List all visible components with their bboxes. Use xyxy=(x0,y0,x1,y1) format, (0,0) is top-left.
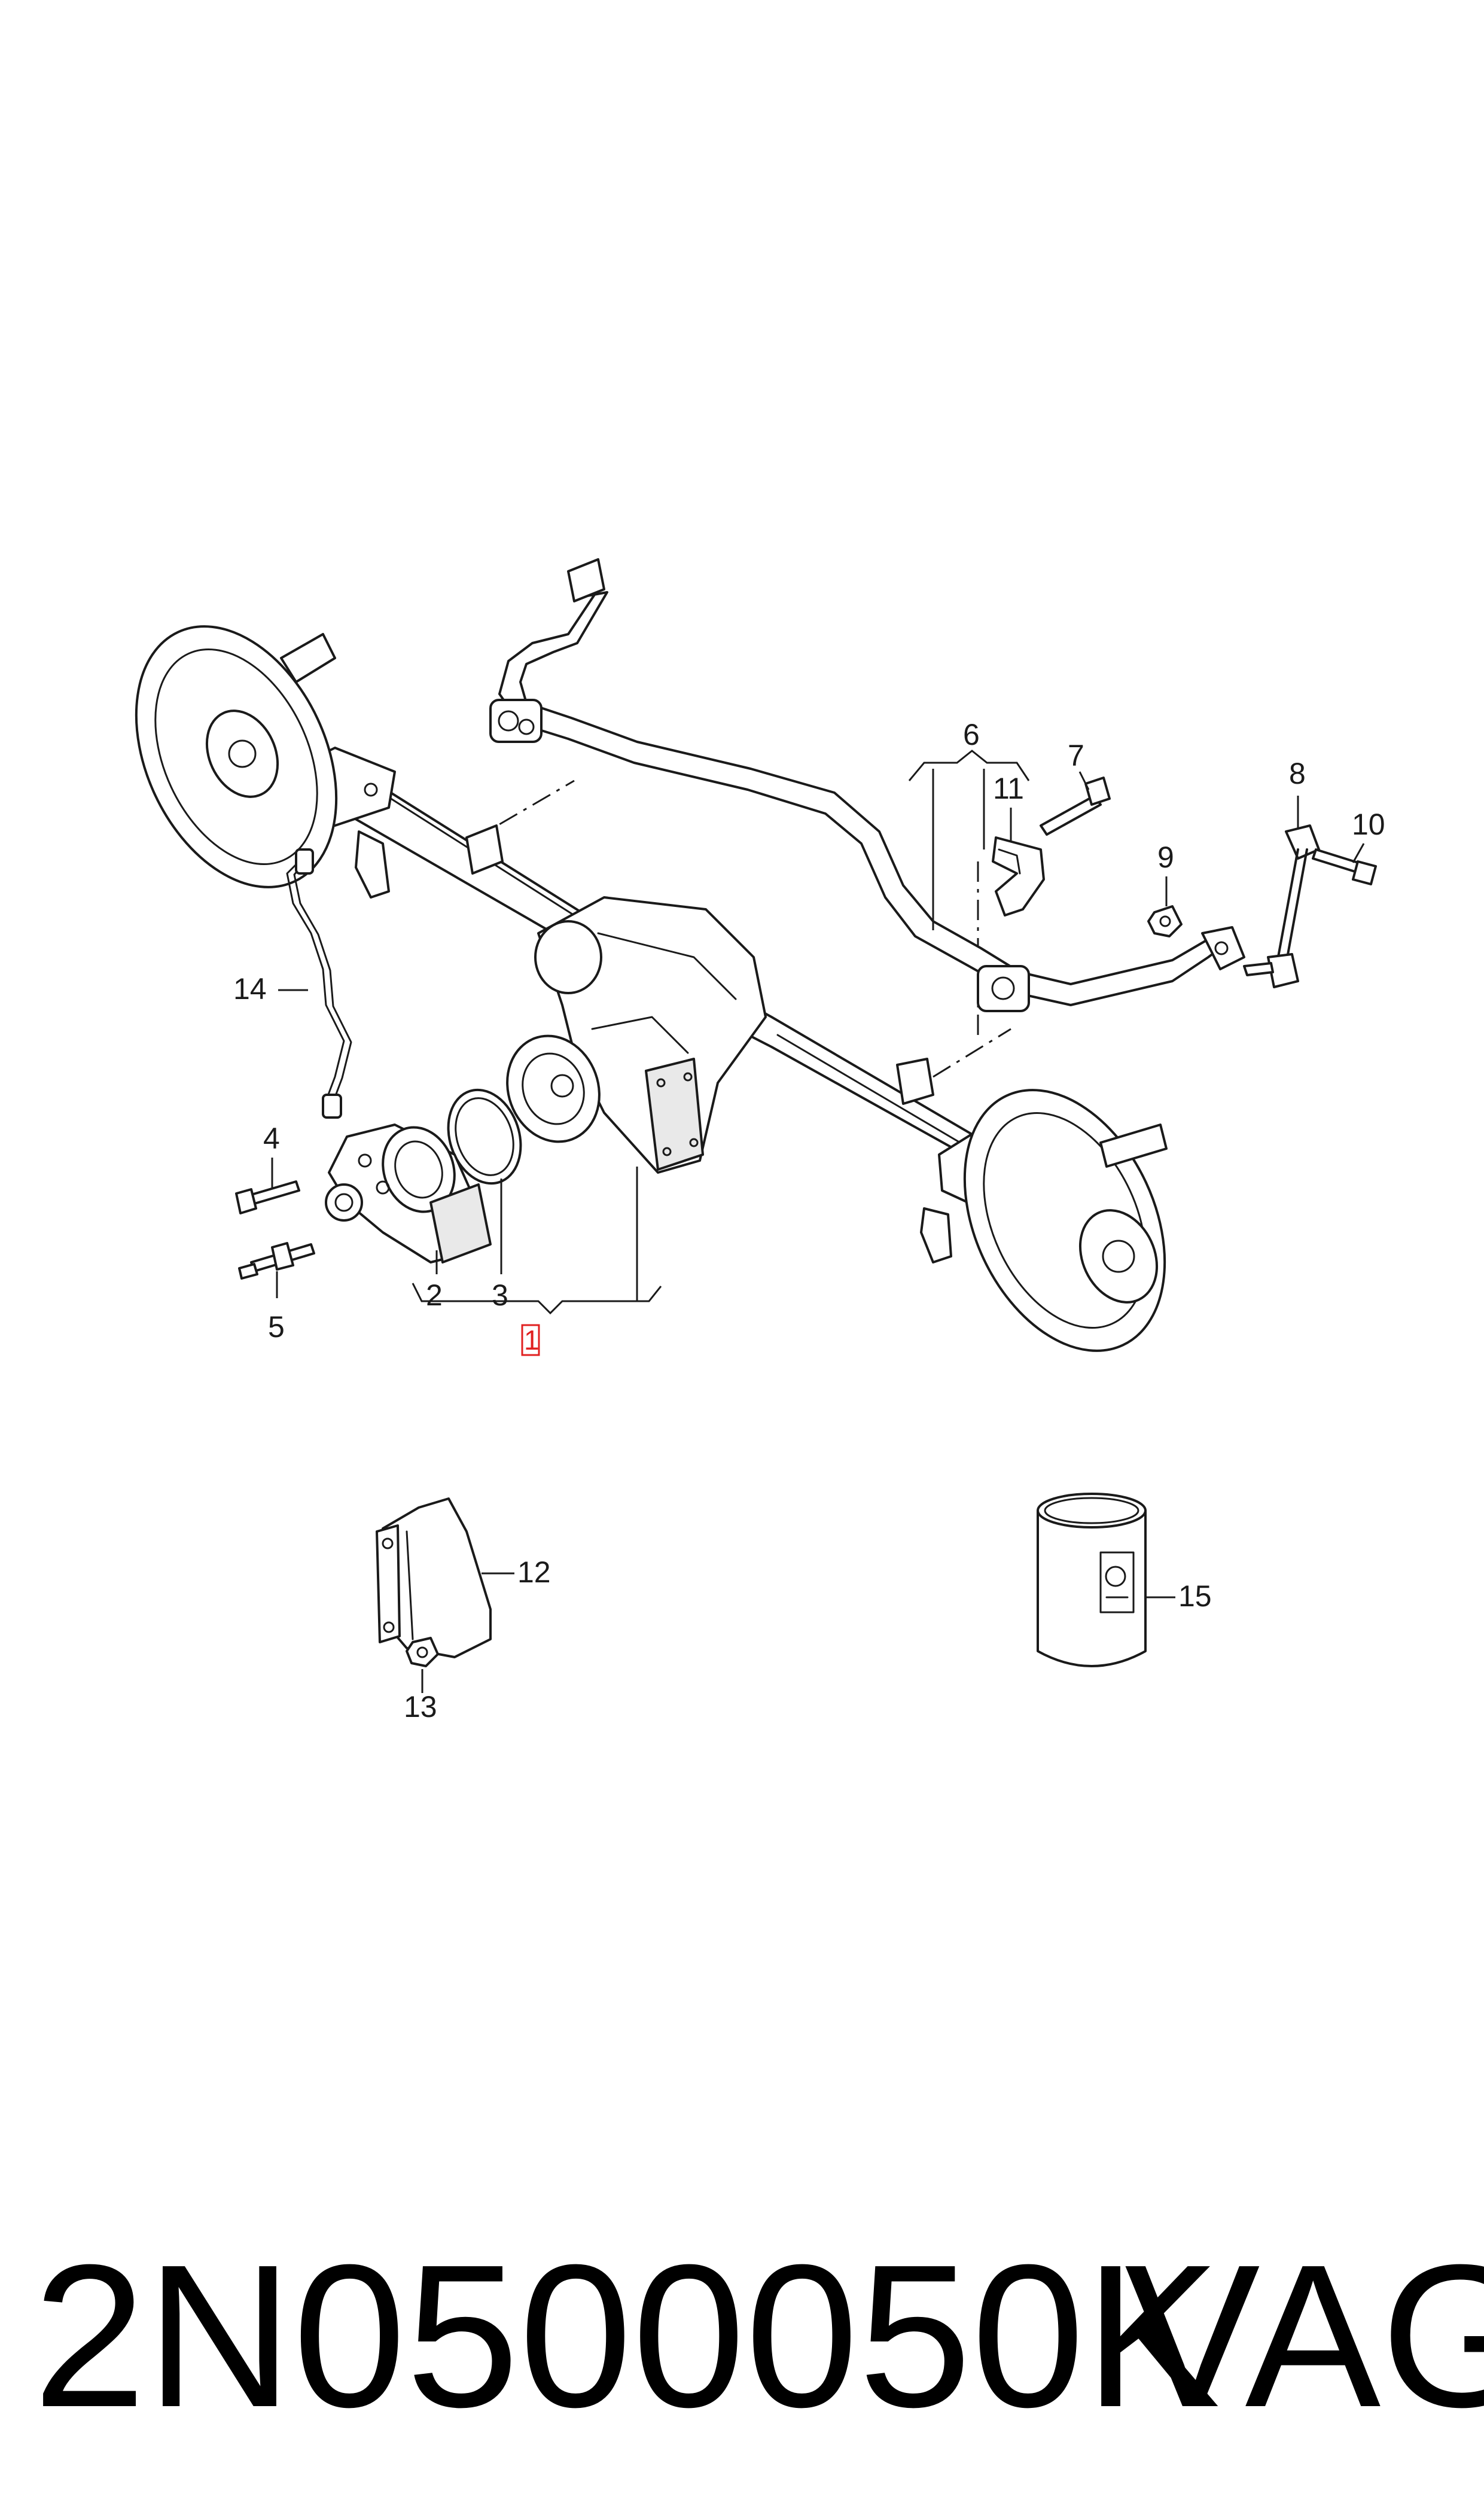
callout-1: 1 xyxy=(524,1325,540,1356)
callout-12: 12 xyxy=(517,1555,551,1589)
bolt-7 xyxy=(1040,777,1111,836)
callout-labels: 2 3 4 5 6 7 8 9 10 11 12 13 14 15 1 xyxy=(233,718,1385,1724)
nut-13 xyxy=(406,1637,439,1667)
callout-14: 14 xyxy=(233,972,267,1006)
callout-15: 15 xyxy=(1178,1579,1212,1613)
clamp-11 xyxy=(992,836,1045,917)
bolt-10 xyxy=(1312,848,1377,885)
coupling-rod-8 xyxy=(1243,824,1320,988)
callout-10: 10 xyxy=(1352,808,1385,841)
callout-4: 4 xyxy=(263,1122,280,1155)
callout-11: 11 xyxy=(993,772,1024,805)
callout-5: 5 xyxy=(268,1310,285,1344)
callout-8: 8 xyxy=(1289,757,1306,790)
nut-9 xyxy=(1147,905,1183,937)
callout-7: 7 xyxy=(1068,739,1084,772)
coupling-unit xyxy=(325,1123,492,1263)
bolt-4 xyxy=(235,1180,300,1214)
callout-13: 13 xyxy=(404,1690,437,1724)
leader-lines xyxy=(271,750,1365,1693)
bracket-12 xyxy=(376,1497,492,1658)
bolt-5 xyxy=(238,1242,315,1280)
wiring-harness xyxy=(286,848,352,1119)
part-number-text: 2N0500050K xyxy=(33,2222,1221,2450)
backing-plate-left xyxy=(135,625,338,888)
callout-2: 2 xyxy=(426,1278,443,1312)
backing-plate-right xyxy=(963,1089,1168,1352)
brand-text: VAG xyxy=(1125,2222,1484,2450)
callout-3: 3 xyxy=(492,1278,508,1312)
anti-roll-bar xyxy=(489,558,1245,1012)
o-ring-gasket xyxy=(447,1088,522,1185)
final-drive-housing xyxy=(506,896,767,1174)
callout-1-box xyxy=(521,1324,540,1356)
callout-6: 6 xyxy=(963,718,980,751)
callout-9: 9 xyxy=(1157,841,1174,874)
oil-can-15 xyxy=(1037,1493,1147,1667)
